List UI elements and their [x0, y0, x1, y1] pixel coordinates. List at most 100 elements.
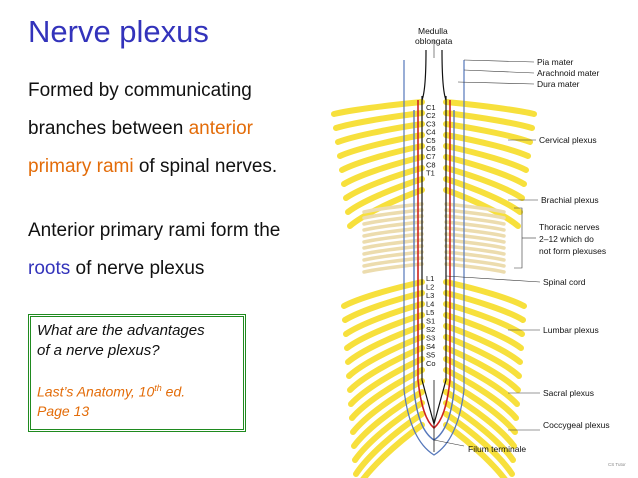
- medulla-outline: [421, 49, 447, 101]
- lumbosacral-nerve-5-left: [345, 323, 425, 365]
- lumbosacral-nerve-12-left: [352, 400, 425, 463]
- segment-label-c6: C6: [426, 144, 436, 153]
- thoracic-nerve-3-left: [362, 214, 424, 226]
- dura-mater-label: Dura mater: [537, 79, 580, 89]
- medulla-label: Medulla: [418, 26, 448, 36]
- paragraph-roots: Anterior primary rami form the roots of …: [28, 212, 280, 288]
- lumbosacral-nerve-7-left: [347, 345, 425, 393]
- lumbosacral-nerve-4-right: [443, 312, 524, 351]
- paragraph-formation: Formed by communicating branches between…: [28, 72, 277, 186]
- pia-mater-label: Pia mater: [537, 57, 574, 67]
- lumbosacral-nerve-6-left: [346, 334, 425, 379]
- thoracic-nerves-label-2: 2–12 which do: [539, 234, 594, 244]
- segment-label-c5: C5: [426, 136, 436, 145]
- cervical-brachial-nerve-2-left: [333, 110, 425, 131]
- lumbosacral-nerve-6-right: [443, 334, 522, 379]
- question-line2: of a nerve plexus?: [37, 342, 160, 359]
- thoracic-nerves-label-3: not form plexuses: [539, 246, 606, 256]
- lumbosacral-nerve-8-right: [443, 356, 520, 407]
- segment-label-t1: T1: [426, 169, 435, 178]
- thoracic-nerve-7-left: [362, 238, 424, 250]
- cervical-brachial-nerve-3-left: [335, 121, 425, 145]
- cervical-brachial-nerve-7-right: [443, 165, 525, 201]
- lumbar-plexus-label: Lumbar plexus: [543, 325, 599, 335]
- segment-label-s2: S2: [426, 325, 435, 334]
- lumbosacral-nerve-11-right: [443, 389, 517, 449]
- question-box: What are the advantages of a nerve plexu…: [28, 314, 246, 432]
- segment-label-l2: L2: [426, 283, 434, 292]
- segment-label-c4: C4: [426, 128, 436, 137]
- lumbosacral-nerve-5-right: [443, 323, 523, 365]
- spinal-cord-label: Spinal cord: [543, 277, 586, 287]
- highlight-primary-rami: primary rami: [28, 156, 134, 177]
- thoracic-nerve-8-right: [444, 244, 506, 256]
- highlight-anterior: anterior: [188, 118, 253, 139]
- lumbosacral-nerve-1-left: [341, 279, 425, 309]
- lumbosacral-nerve-12-right: [443, 400, 516, 463]
- lumbosacral-nerve-2-left: [342, 290, 425, 323]
- cervical-brachial-nerve-4-left: [337, 132, 425, 159]
- segment-label-co: Co: [426, 359, 436, 368]
- cervical-brachial-nerve-8-left: [345, 176, 425, 215]
- cervical-plexus-label: Cervical plexus: [539, 135, 597, 145]
- cervical-brachial-nerve-4-right: [443, 132, 531, 159]
- thoracic-nerve-4-right: [444, 220, 506, 232]
- thoracic-nerve-11-left: [362, 262, 424, 274]
- lumbosacral-nerve-13-right: [443, 411, 515, 477]
- segment-label-s3: S3: [426, 334, 435, 343]
- cervical-brachial-nerve-6-right: [443, 154, 527, 187]
- segment-label-s1: S1: [426, 317, 435, 326]
- segment-label-c3: C3: [426, 119, 436, 128]
- cervical-brachial-nerve-6-left: [341, 154, 425, 187]
- cervical-brachial-nerve-2-right: [443, 110, 535, 131]
- lumbosacral-nerve-3-left: [343, 301, 425, 337]
- lumbosacral-nerve-2-right: [443, 290, 526, 323]
- thoracic-nerve-9-right: [444, 250, 506, 262]
- spinal-cord: [403, 49, 465, 456]
- para1-line2: branches between anterior: [28, 118, 253, 139]
- thoracic-nerve-8-left: [362, 244, 424, 256]
- lumbosacral-nerve-8-left: [348, 356, 425, 407]
- segment-label-l3: L3: [426, 291, 434, 300]
- arachnoid-mater-label: Arachnoid mater: [537, 68, 600, 78]
- filum-terminale-label: Filum terminale: [468, 444, 526, 454]
- cervical-brachial-nerve-1-left: [331, 99, 425, 117]
- thoracic-nerve-6-left: [362, 232, 424, 244]
- credit-label: CS Tutor: [608, 462, 626, 467]
- segment-label-l5: L5: [426, 308, 434, 317]
- thoracic-nerve-1-right: [444, 202, 506, 214]
- cervical-brachial-nerve-1-right: [443, 99, 537, 117]
- segment-label-l4: L4: [426, 300, 434, 309]
- reference-line: Last’s Anatomy, 10th ed.: [37, 383, 186, 400]
- coccygeal-plexus-label: Coccygeal plexus: [543, 420, 610, 430]
- para2-line1: Anterior primary rami form the: [28, 220, 281, 241]
- segment-label-c1: C1: [426, 103, 436, 112]
- leader-lines: [433, 40, 541, 447]
- thoracic-nerve-2-right: [444, 208, 506, 220]
- segment-label-c7: C7: [426, 152, 436, 161]
- segment-label-s4: S4: [426, 342, 435, 351]
- segment-label-c8: C8: [426, 160, 436, 169]
- cervical-brachial-nerve-8-right: [443, 176, 523, 215]
- thoracic-nerves-label-1: Thoracic nerves: [539, 222, 599, 232]
- para1-line1: Formed by communicating: [28, 80, 252, 101]
- lumbosacral-nerve-3-right: [443, 301, 525, 337]
- thoracic-nerve-5-right: [444, 226, 506, 238]
- spinal-cord-diagram: C1C2C3C4C5C6C7C8T1L1L2L3L4L5S1S2S3S4S5Co…: [331, 26, 626, 478]
- highlight-roots: roots: [28, 258, 71, 279]
- nerve-roots: [331, 99, 537, 478]
- thoracic-nerve-5-left: [362, 226, 424, 238]
- thoracic-nerve-6-right: [444, 232, 506, 244]
- thoracic-nerve-4-left: [362, 220, 424, 232]
- brachial-plexus-label: Brachial plexus: [541, 195, 599, 205]
- thoracic-nerve-10-right: [444, 256, 506, 268]
- dura-mater: [403, 60, 465, 456]
- thoracic-nerve-2-left: [362, 208, 424, 220]
- thoracic-nerve-11-right: [444, 262, 506, 274]
- thoracic-nerve-10-left: [362, 256, 424, 268]
- segment-label-l1: L1: [426, 274, 434, 283]
- lumbosacral-nerve-4-left: [344, 312, 425, 351]
- reference-page: Page 13: [37, 402, 90, 419]
- thoracic-nerve-9-left: [362, 250, 424, 262]
